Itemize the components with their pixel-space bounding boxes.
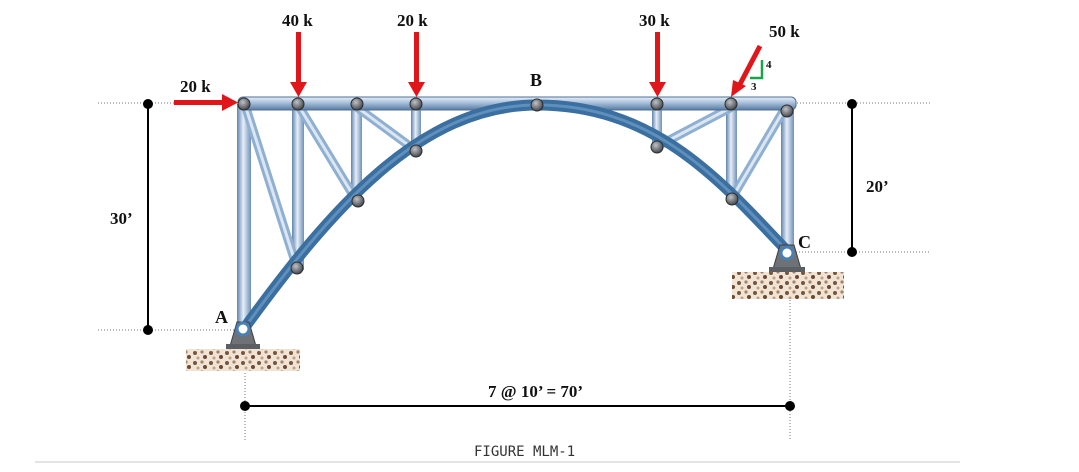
joint-top-c: [780, 104, 794, 118]
vertical-member-c: [781, 104, 794, 254]
dimension-left: 30’: [110, 99, 153, 335]
ground-a: [186, 349, 300, 371]
load-arrow-3: [408, 32, 425, 97]
dimension-right-label: 20’: [866, 177, 889, 196]
joint-top-b: [530, 98, 544, 112]
vertical-member-5: [652, 104, 662, 148]
arch-bottom-chord: [237, 99, 794, 336]
load-label-1: 40 k: [282, 11, 313, 30]
vertical-member-6: [726, 104, 737, 200]
pin-joints: [237, 97, 794, 275]
load-label-inclined: 50 k: [769, 22, 800, 41]
load-arrow-inclined: [731, 44, 763, 97]
load-arrow-1: [290, 32, 307, 97]
joint-arch-6: [725, 192, 739, 206]
joint-top-5: [650, 97, 664, 111]
joint-label-c: C: [798, 232, 811, 252]
joint-arch-2: [351, 194, 365, 208]
joint-arch-1: [290, 261, 304, 275]
support-a: [186, 321, 300, 371]
load-arrow-5: [649, 32, 666, 97]
vertical-member-2: [351, 104, 362, 202]
dimension-span-label: 7 @ 10’ = 70’: [488, 382, 583, 401]
dimension-left-label: 30’: [110, 209, 133, 228]
joint-top-a: [237, 97, 251, 111]
truss-web-members: [237, 103, 794, 330]
load-label-5: 30 k: [639, 11, 670, 30]
load-label-horizontal: 20 k: [180, 77, 211, 96]
joint-top-2: [350, 97, 364, 111]
figure-caption: FIGURE MLM-1: [474, 444, 575, 460]
vertical-member-1: [292, 104, 304, 270]
ground-c: [732, 272, 844, 299]
slope-rise-label: 4: [766, 59, 772, 71]
dimension-span: 7 @ 10’ = 70’: [240, 382, 795, 411]
load-arrows: [174, 32, 763, 111]
support-c: [732, 244, 844, 299]
joint-top-1: [291, 97, 305, 111]
joint-arch-3: [409, 144, 423, 158]
dimension-right: 20’: [847, 99, 889, 257]
joint-label-a: A: [215, 307, 228, 327]
vertical-member-a: [237, 104, 251, 330]
load-label-3: 20 k: [397, 11, 428, 30]
slope-triangle: 4 3: [750, 59, 772, 93]
vertical-member-3: [411, 104, 421, 152]
slope-run-label: 3: [751, 81, 757, 93]
joint-top-6: [724, 97, 738, 111]
joint-label-b: B: [530, 70, 542, 90]
joint-top-3: [409, 97, 423, 111]
load-arrow-horizontal: [174, 94, 238, 111]
joint-arch-5: [650, 140, 664, 154]
